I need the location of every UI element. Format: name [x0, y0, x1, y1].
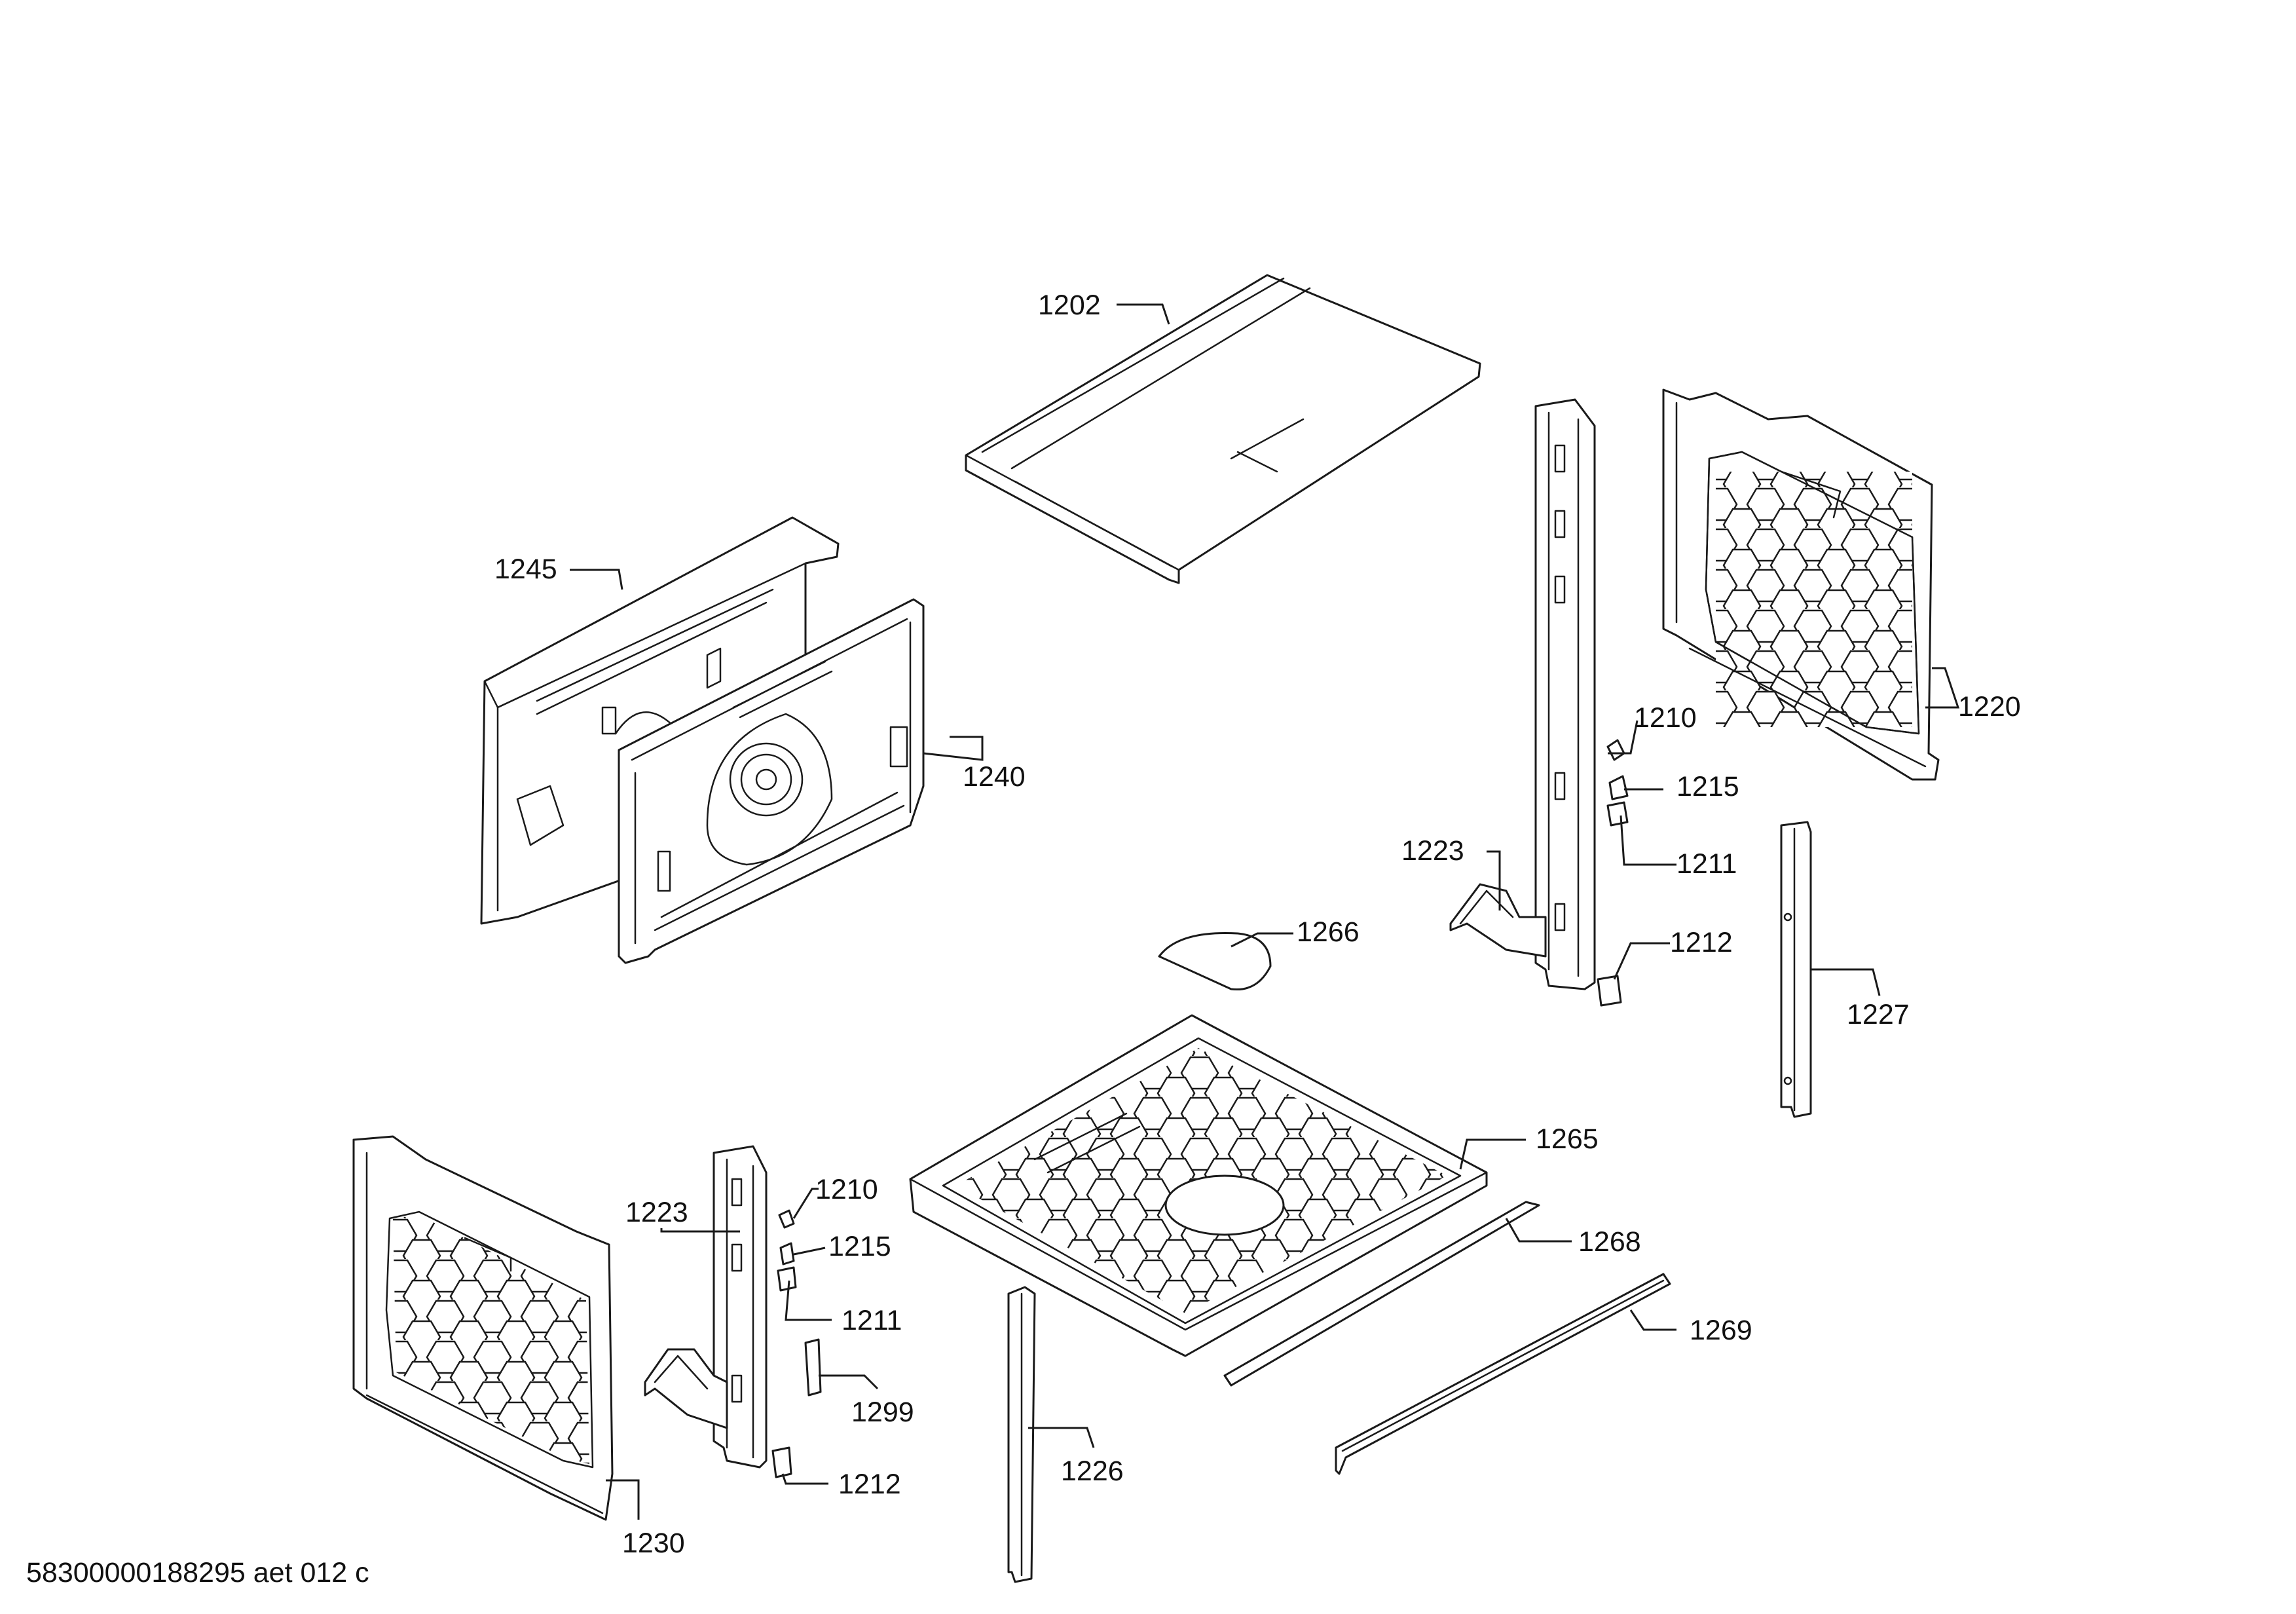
right-clip-1215-part [1608, 775, 1629, 800]
left-clip-1211-part [777, 1266, 797, 1292]
callout-1223-left: 1223 [625, 1197, 688, 1228]
left-clip-1210-part [778, 1209, 795, 1229]
right-clip-1212-part [1597, 975, 1622, 1007]
callout-1265: 1265 [1536, 1123, 1599, 1155]
callout-1299: 1299 [851, 1397, 914, 1428]
callout-1210-right: 1210 [1634, 702, 1697, 734]
callout-1211-right: 1211 [1676, 848, 1737, 880]
callout-1220: 1220 [1958, 691, 2021, 723]
callout-1226: 1226 [1061, 1455, 1124, 1487]
callout-labels: 1202 1245 1240 1220 1210 1215 1211 1223 … [494, 290, 2021, 1559]
callout-1230: 1230 [622, 1528, 685, 1559]
drawing-id: 58300000188295 aet 012 c [26, 1557, 369, 1588]
leader-lines [570, 303, 1960, 1520]
callout-1266: 1266 [1297, 916, 1360, 948]
cover-plate-part [1158, 931, 1272, 991]
callout-1245: 1245 [494, 554, 557, 585]
lower-front-strip-part [1335, 1273, 1671, 1475]
callout-1212-right: 1212 [1670, 927, 1733, 958]
callout-1202: 1202 [1038, 290, 1101, 321]
left-vertical-trim-part [1007, 1286, 1036, 1583]
callout-1215-left: 1215 [828, 1231, 891, 1262]
callout-1268: 1268 [1578, 1226, 1641, 1258]
left-side-wall-part [352, 1135, 614, 1521]
callout-1223-right: 1223 [1401, 835, 1464, 867]
callout-1211-left: 1211 [842, 1305, 902, 1336]
right-clip-1211-part [1606, 801, 1629, 827]
callout-1210-left: 1210 [815, 1174, 878, 1205]
front-strip-part [1223, 1201, 1540, 1387]
callout-1227: 1227 [1847, 999, 1910, 1030]
callout-1212-left: 1212 [838, 1469, 901, 1500]
left-clip-1212-part [771, 1446, 792, 1478]
callout-1215-right: 1215 [1676, 771, 1739, 802]
callout-1240: 1240 [963, 761, 1026, 793]
left-clip-1299-part [804, 1338, 822, 1397]
top-cover-part [965, 274, 1481, 584]
rear-wall-fan-part [618, 598, 925, 964]
callout-1269: 1269 [1690, 1315, 1752, 1346]
right-runner-rail-part [1449, 398, 1596, 990]
right-clip-1210-part [1606, 739, 1625, 761]
right-side-wall-part [1662, 388, 1940, 781]
right-vertical-trim-part [1780, 821, 1812, 1118]
left-runner-rail-part [644, 1145, 768, 1469]
left-clip-1215-part [779, 1242, 795, 1266]
base-plate-part [909, 1014, 1488, 1357]
